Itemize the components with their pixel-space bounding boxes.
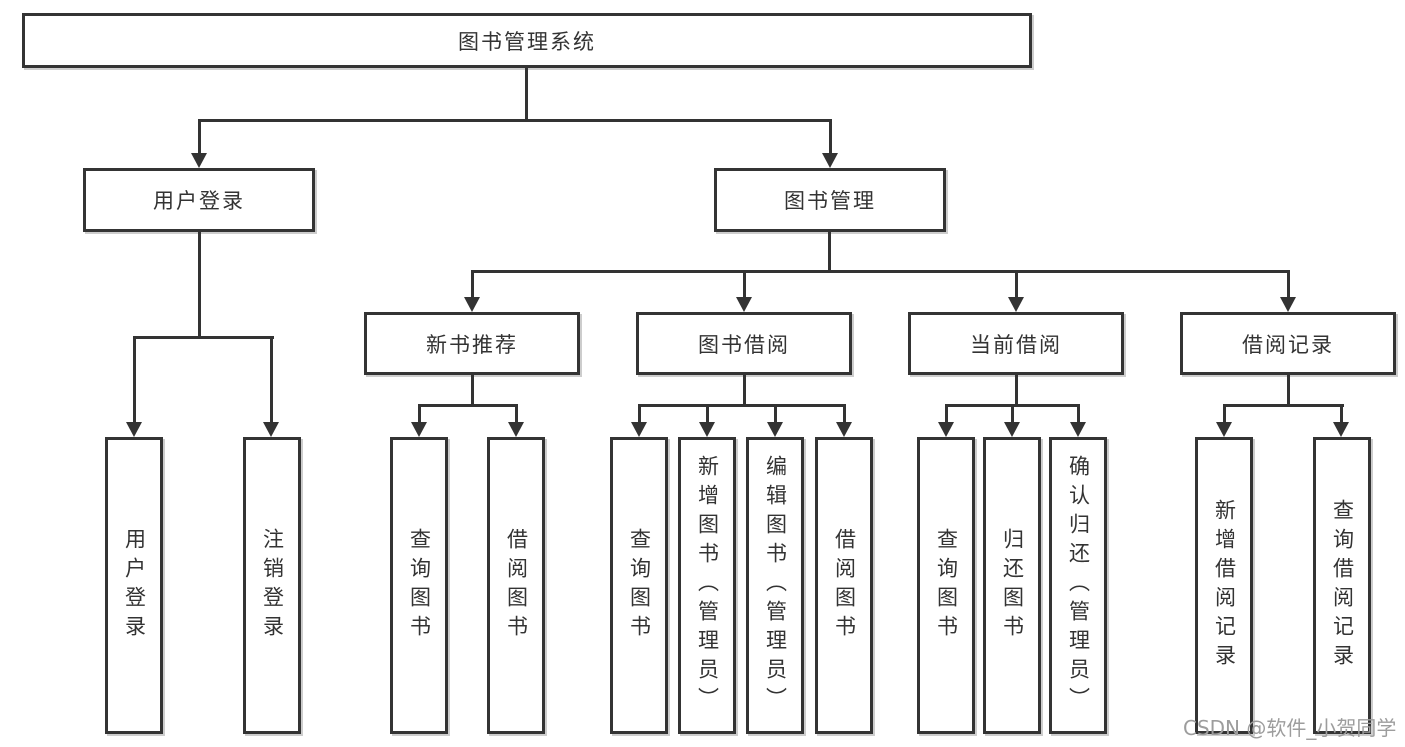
leaf-nbr-borrow-book: 借阅图书 [487, 437, 545, 734]
connector-to-current-borrowing [1015, 270, 1018, 298]
connector-nbr-branch [418, 404, 518, 407]
leaf-cb-query-book-label: 查询图书 [934, 527, 959, 644]
connector-to-new-book-recommend [471, 270, 474, 298]
connector-cb-stem [1015, 375, 1018, 406]
node-root: 图书管理系统 [22, 13, 1032, 68]
leaf-br-add-record: 新增借阅记录 [1195, 437, 1253, 734]
leaf-bb-borrow-book: 借阅图书 [815, 437, 873, 734]
connector-to-leaf [843, 404, 846, 423]
node-root-label: 图书管理系统 [458, 29, 596, 54]
arrow-down-icon [822, 153, 838, 168]
connector-to-leaf [638, 404, 641, 423]
leaf-bb-borrow-book-label: 借阅图书 [832, 527, 857, 644]
connector-level3-branch [471, 270, 1289, 273]
leaf-cb-confirm-return-admin-label: 确认归还（管理员） [1066, 455, 1091, 716]
connector-to-leaf [418, 404, 421, 423]
arrow-down-icon [836, 422, 852, 437]
connector-to-leaf [706, 404, 709, 423]
leaf-bb-query-book: 查询图书 [610, 437, 668, 734]
connector-to-user-login [198, 119, 201, 153]
connector-to-leaf [774, 404, 777, 423]
node-book-borrowing-label: 图书借阅 [698, 332, 790, 357]
connector-bb-stem [743, 375, 746, 406]
leaf-bb-edit-book-admin: 编辑图书（管理员） [746, 437, 804, 734]
leaf-nbr-query-book-label: 查询图书 [407, 527, 432, 644]
connector-user-login-branch [133, 336, 274, 339]
node-borrowing-records-label: 借阅记录 [1242, 332, 1334, 357]
leaf-bb-add-book-admin-label: 新增图书（管理员） [695, 455, 720, 716]
leaf-nbr-query-book: 查询图书 [390, 437, 448, 734]
leaf-cb-query-book: 查询图书 [917, 437, 975, 734]
arrow-down-icon [1333, 422, 1349, 437]
node-new-book-recommend-label: 新书推荐 [426, 332, 518, 357]
node-current-borrowing-label: 当前借阅 [970, 332, 1062, 357]
connector-to-leaf [515, 404, 518, 423]
connector-nbr-stem [471, 375, 474, 406]
leaf-cb-return-book: 归还图书 [983, 437, 1041, 734]
connector-to-leaf [1223, 404, 1226, 423]
arrow-down-icon [411, 422, 427, 437]
arrow-down-icon [1280, 297, 1296, 312]
arrow-down-icon [126, 422, 142, 437]
connector-to-leaf [133, 336, 136, 422]
arrow-down-icon [938, 422, 954, 437]
connector-root-stem [525, 68, 528, 120]
leaf-br-query-record-label: 查询借阅记录 [1330, 498, 1355, 673]
arrow-down-icon [1216, 422, 1232, 437]
node-book-management-label: 图书管理 [784, 189, 876, 213]
node-user-login: 用户登录 [83, 168, 315, 232]
node-user-login-label: 用户登录 [153, 189, 245, 213]
leaf-bb-query-book-label: 查询图书 [627, 527, 652, 644]
leaf-bb-add-book-admin: 新增图书（管理员） [678, 437, 736, 734]
arrow-down-icon [699, 422, 715, 437]
connector-br-stem [1287, 375, 1290, 406]
connector-book-management-stem [828, 232, 831, 273]
arrow-down-icon [1004, 422, 1020, 437]
arrow-down-icon [767, 422, 783, 437]
connector-to-borrowing-records [1287, 270, 1290, 298]
leaf-cb-return-book-label: 归还图书 [1000, 527, 1025, 644]
arrow-down-icon [631, 422, 647, 437]
leaf-user-login: 用户登录 [105, 437, 163, 734]
connector-to-leaf [1340, 404, 1343, 423]
leaf-logout-login-label: 注销登录 [260, 527, 285, 644]
node-current-borrowing: 当前借阅 [908, 312, 1124, 375]
connector-to-leaf [1077, 404, 1080, 423]
leaf-br-add-record-label: 新增借阅记录 [1212, 498, 1237, 673]
connector-to-book-borrowing [743, 270, 746, 298]
connector-br-branch [1223, 404, 1344, 407]
arrow-down-icon [464, 297, 480, 312]
node-book-management: 图书管理 [714, 168, 946, 232]
arrow-down-icon [736, 297, 752, 312]
node-book-borrowing: 图书借阅 [636, 312, 852, 375]
arrow-down-icon [508, 422, 524, 437]
connector-to-book-management [829, 119, 832, 153]
connector-user-login-stem [198, 232, 201, 337]
connector-to-leaf [270, 336, 273, 422]
arrow-down-icon [1070, 422, 1086, 437]
node-new-book-recommend: 新书推荐 [364, 312, 580, 375]
leaf-br-query-record: 查询借阅记录 [1313, 437, 1371, 734]
csdn-watermark: CSDN @软件_小贺同学 [1183, 716, 1397, 740]
leaf-nbr-borrow-book-label: 借阅图书 [504, 527, 529, 644]
leaf-bb-edit-book-admin-label: 编辑图书（管理员） [763, 455, 788, 716]
leaf-logout-login: 注销登录 [243, 437, 301, 734]
leaf-user-login-label: 用户登录 [122, 527, 147, 644]
arrow-down-icon [191, 153, 207, 168]
connector-to-leaf [945, 404, 948, 423]
connector-to-leaf [1011, 404, 1014, 423]
node-borrowing-records: 借阅记录 [1180, 312, 1396, 375]
connector-level2-branch [198, 119, 832, 122]
connector-bb-branch [638, 404, 846, 407]
arrow-down-icon [263, 422, 279, 437]
arrow-down-icon [1008, 297, 1024, 312]
leaf-cb-confirm-return-admin: 确认归还（管理员） [1049, 437, 1107, 734]
